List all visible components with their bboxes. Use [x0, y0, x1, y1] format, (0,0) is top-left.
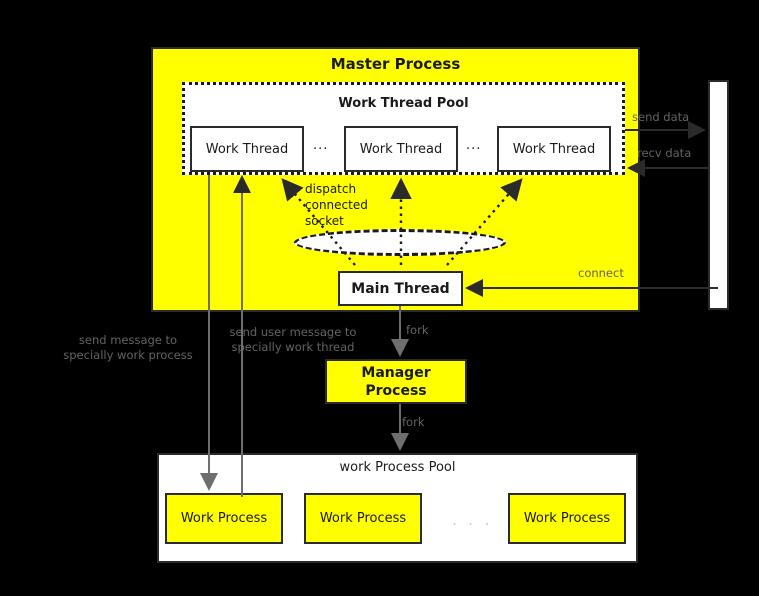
manager-process-box[interactable]: Manager Process [325, 359, 467, 404]
manager-process-label-line-2: Process [365, 382, 427, 399]
main-thread-box[interactable]: Main Thread [338, 271, 463, 306]
recv-data-label: recv data [637, 146, 692, 160]
thread-separator-2: ... [466, 138, 482, 153]
dispatch-connected-socket-label: dispatch connected socket [305, 181, 405, 229]
work-process-box-1[interactable]: Work Process [165, 493, 283, 544]
work-thread-box-2[interactable]: Work Thread [344, 126, 458, 172]
work-thread-pool-title: Work Thread Pool [338, 96, 469, 111]
send-message-to-process-line-2: specially work process [63, 348, 193, 362]
fork-process-pool-label: fork [402, 415, 425, 429]
client-bar [708, 80, 729, 310]
work-thread-box-1[interactable]: Work Thread [190, 126, 304, 172]
send-message-to-process-label: send message to specially work process [58, 333, 198, 363]
dispatch-label-line-3: socket [305, 214, 344, 228]
work-process-pool-title: work Process Pool [339, 460, 456, 475]
work-process-box-3[interactable]: Work Process [508, 493, 626, 544]
connected-socket-queue-ellipse [294, 229, 506, 256]
dispatch-label-line-1: dispatch [305, 182, 357, 196]
send-user-message-line-2: specially work thread [231, 340, 355, 354]
send-message-to-process-line-1: send message to [78, 333, 178, 347]
send-user-message-line-1: send user message to [229, 325, 357, 339]
work-process-box-2[interactable]: Work Process [304, 493, 422, 544]
connect-label: connect [578, 266, 624, 280]
process-separator-ellipsis: . . . [452, 510, 493, 529]
master-process-title: Master Process [330, 55, 461, 73]
dispatch-label-line-2: connected [305, 198, 368, 212]
fork-manager-label: fork [406, 323, 429, 337]
send-user-message-label: send user message to specially work thre… [218, 325, 368, 355]
send-data-label: send data [632, 110, 690, 124]
work-thread-box-3[interactable]: Work Thread [497, 126, 611, 172]
manager-process-label-line-1: Manager [361, 364, 431, 381]
thread-separator-1: ... [313, 138, 329, 153]
